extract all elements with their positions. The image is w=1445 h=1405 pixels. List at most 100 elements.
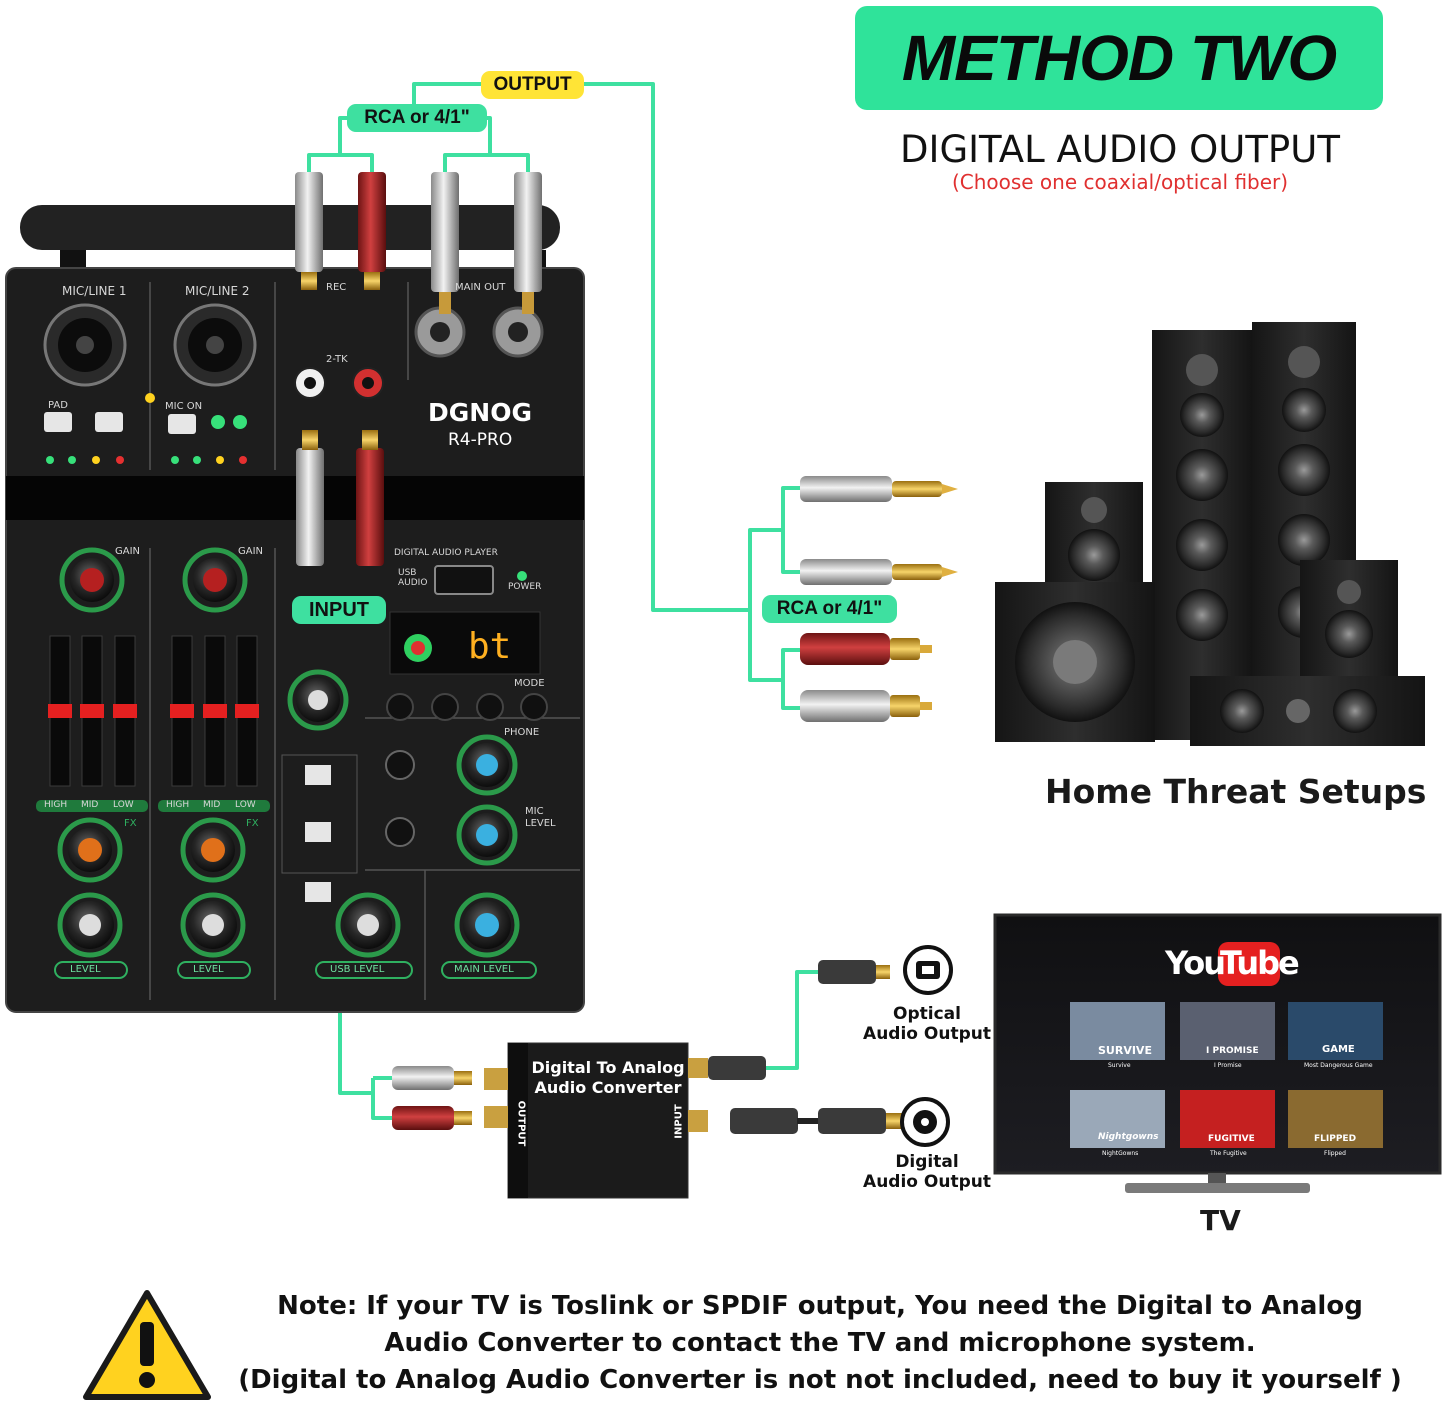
- output-plugs: [295, 172, 542, 314]
- label-low-1: LOW: [113, 800, 134, 810]
- xlr-input-1[interactable]: [43, 303, 127, 387]
- antenna: [20, 205, 560, 250]
- converter-title-line1: Digital To Analog: [531, 1058, 685, 1077]
- note-text: Note: If your TV is Toslink or SPDIF out…: [220, 1288, 1420, 1399]
- tile-caption-2: I Promise: [1214, 1062, 1242, 1069]
- two-tk-mix-switch[interactable]: [305, 822, 331, 842]
- tile-title-1: SURVIVE: [1098, 1044, 1152, 1057]
- label-main-level: MAIN LEVEL: [454, 964, 514, 975]
- home-theater-speakers: [995, 322, 1425, 746]
- note-line-1: Note: If your TV is Toslink or SPDIF out…: [277, 1291, 1363, 1321]
- usb-port[interactable]: [434, 565, 494, 595]
- wire-input-red: [371, 1078, 392, 1120]
- rca-label-right: RCA or 4/1": [762, 595, 897, 623]
- note-line-3: (Digital to Analog Audio Converter is no…: [238, 1365, 1402, 1395]
- optical-output-caption: Optical Audio Output: [862, 1004, 992, 1044]
- xlr-input-2[interactable]: [173, 303, 257, 387]
- speakers-caption: Home Threat Setups: [1045, 772, 1427, 811]
- main-level-knob[interactable]: [454, 892, 520, 958]
- tile-caption-3: Most Dangerous Game: [1304, 1062, 1373, 1069]
- digital-line2: Audio Output: [863, 1172, 991, 1192]
- label-digital-player: DIGITAL AUDIO PLAYER: [394, 548, 498, 558]
- mixer-brand: DGNOG: [428, 398, 532, 427]
- youtube-logo-badge: [1218, 942, 1280, 986]
- digital-output-caption: Digital Audio Output: [862, 1152, 992, 1192]
- tile-caption-6: Flipped: [1324, 1150, 1346, 1157]
- gain-knob-2[interactable]: [182, 547, 248, 613]
- video-tile[interactable]: [1180, 1090, 1275, 1148]
- audio-mixer: [5, 205, 585, 1013]
- tile-title-2: I PROMISE: [1206, 1046, 1259, 1056]
- video-tile[interactable]: [1180, 1002, 1275, 1060]
- label-power: POWER: [508, 582, 542, 592]
- tile-caption-5: The Fugitive: [1210, 1150, 1247, 1157]
- mic-jack[interactable]: [385, 817, 415, 847]
- label-mode: MODE: [514, 678, 545, 689]
- three-four-level-knob[interactable]: [287, 669, 349, 731]
- video-tile[interactable]: [1288, 1090, 1383, 1148]
- label-main-out: MAIN OUT: [455, 282, 506, 293]
- label-high-2: HIGH: [166, 800, 190, 810]
- gain-knob-1[interactable]: [59, 547, 125, 613]
- mic-level-knob[interactable]: [456, 804, 518, 866]
- phantom-button[interactable]: [95, 412, 123, 432]
- wire-output-main: [412, 82, 750, 612]
- to-main-switch[interactable]: [305, 882, 331, 902]
- output-label: OUTPUT: [481, 71, 584, 99]
- player-buttons[interactable]: [386, 693, 548, 721]
- input-plugs: [296, 430, 384, 566]
- converter-output-side: OUTPUT: [515, 1100, 527, 1147]
- title-banner: METHOD TWO: [855, 6, 1383, 110]
- label-mic-on: MIC ON: [165, 401, 203, 412]
- speaker-cable-plugs: [800, 476, 958, 722]
- video-tile[interactable]: [1288, 1002, 1383, 1060]
- video-tile[interactable]: [1070, 1002, 1165, 1060]
- phone-jack[interactable]: [385, 750, 415, 780]
- mic-on-button[interactable]: [168, 414, 196, 434]
- mixer-model: R4-PRO: [448, 430, 513, 450]
- label-low-2: LOW: [235, 800, 256, 810]
- youtube-logo-you: You: [1165, 944, 1226, 982]
- tile-caption-4: NightGowns: [1102, 1150, 1139, 1157]
- input-label: INPUT: [292, 596, 386, 624]
- level-knob-1[interactable]: [57, 892, 123, 958]
- label-high-1: HIGH: [44, 800, 68, 810]
- label-mid-1: MID: [81, 800, 99, 810]
- label-usb-level: USB LEVEL: [330, 964, 385, 975]
- digital-analog-converter: [484, 1042, 708, 1199]
- label-two-tk: 2-TK: [326, 354, 348, 365]
- tile-title-3: GAME: [1322, 1044, 1355, 1055]
- video-tile[interactable]: [1070, 1090, 1165, 1148]
- label-phone: PHONE: [504, 727, 540, 738]
- label-mid-2: MID: [203, 800, 221, 810]
- fx-knob-2[interactable]: [180, 817, 246, 883]
- label-fx-1: FX: [124, 818, 137, 829]
- tile-title-6: FLIPPED: [1314, 1134, 1357, 1144]
- label-ch1: MIC/LINE 1: [62, 284, 127, 298]
- optical-line1: Optical: [893, 1004, 961, 1024]
- subtitle: DIGITAL AUDIO OUTPUT: [900, 128, 1340, 171]
- optical-line2: Audio Output: [863, 1024, 991, 1044]
- page-title: METHOD TWO: [901, 22, 1337, 94]
- label-usb-audio: USB AUDIO: [398, 568, 428, 588]
- converter-cables: [392, 960, 902, 1134]
- two-tk-phone-switch[interactable]: [305, 765, 331, 785]
- level-knob-2[interactable]: [180, 892, 246, 958]
- wire-fan-join: [748, 528, 783, 682]
- fx-knob-1[interactable]: [57, 817, 123, 883]
- television: [993, 913, 1442, 1193]
- label-pad: PAD: [48, 400, 68, 411]
- label-gain-2: GAIN: [238, 546, 264, 557]
- converter-input-side: INPUT: [673, 1104, 685, 1139]
- level-leds: [46, 456, 247, 464]
- display-text: bt: [468, 626, 512, 667]
- tv-caption: TV: [1200, 1204, 1241, 1237]
- label-mic-level: MIC LEVEL: [525, 806, 556, 829]
- wire-jack-pair: [443, 153, 530, 178]
- digital-line1: Digital: [895, 1152, 959, 1172]
- pad-button[interactable]: [44, 412, 72, 432]
- phone-knob[interactable]: [456, 734, 518, 796]
- label-rec: REC: [326, 282, 347, 293]
- usb-level-knob[interactable]: [335, 892, 401, 958]
